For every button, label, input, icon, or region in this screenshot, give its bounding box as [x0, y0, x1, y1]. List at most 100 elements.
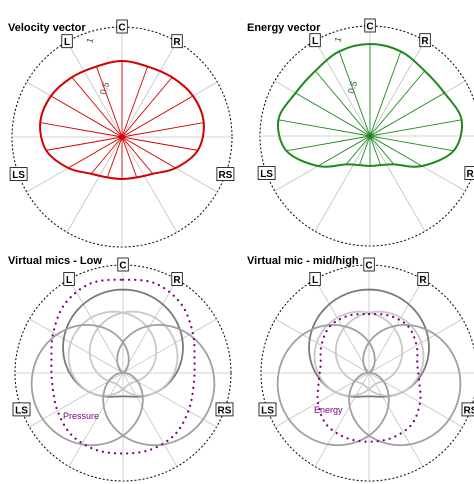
- vector-spoke: [121, 76, 173, 138]
- mic-lobe-c: [62, 288, 184, 398]
- dotted-curve: [50, 278, 196, 455]
- mic-lobe-r: [334, 310, 425, 397]
- radial-gridline: [314, 372, 370, 467]
- annotation-label: Energy: [314, 405, 343, 415]
- radial-gridline: [29, 318, 124, 374]
- vector-spoke: [369, 135, 395, 165]
- vector-spoke: [121, 122, 204, 138]
- vector-spoke: [369, 51, 402, 137]
- speaker-label-r: R: [419, 275, 427, 286]
- radial-gridline: [368, 372, 424, 467]
- radial-gridline: [369, 40, 426, 137]
- speaker-label-box: [116, 19, 128, 34]
- speaker-label-box: [257, 166, 276, 181]
- speaker-label-box: [215, 402, 234, 417]
- speaker-label-box: [117, 257, 129, 272]
- speaker-label-box: [12, 402, 31, 417]
- vector-spoke: [286, 135, 371, 152]
- speaker-label-r: R: [173, 275, 181, 286]
- speaker-label-box: [419, 33, 431, 48]
- radial-gridline: [121, 136, 178, 233]
- mic-lobe-c: [308, 288, 430, 398]
- speaker-label-box: [9, 167, 28, 182]
- speaker-label-c: C: [366, 22, 373, 33]
- vector-spoke: [315, 70, 371, 137]
- vector-spoke: [121, 136, 198, 151]
- speaker-label-r: R: [421, 36, 429, 47]
- radial-gridline: [121, 41, 178, 138]
- annotation-label: Pressure: [63, 411, 99, 421]
- radial-gridline: [314, 135, 371, 232]
- mic-lobe-l: [67, 310, 158, 397]
- chart-title: Velocity vector: [8, 22, 86, 34]
- radial-gridline: [314, 40, 371, 137]
- vector-spoke: [121, 136, 138, 178]
- mic-lobe-ls: [30, 323, 144, 447]
- speaker-label-box: [63, 272, 75, 286]
- speaker-label-ls: LS: [12, 170, 25, 181]
- vector-spoke: [345, 135, 371, 165]
- radial-gridline: [66, 41, 123, 138]
- speaker-label-l: L: [64, 37, 70, 48]
- vector-spoke: [317, 135, 371, 167]
- vector-spoke: [358, 135, 371, 166]
- speaker-label-ls: LS: [261, 405, 274, 416]
- velocity-vector-panel: Velocity vector0.51CLRLSRS: [8, 19, 235, 248]
- vector-spoke: [121, 136, 176, 169]
- vector-curve: [277, 42, 463, 168]
- speaker-label-box: [309, 33, 321, 48]
- vector-curve: [39, 59, 205, 181]
- speaker-label-c: C: [365, 261, 372, 272]
- speaker-label-box: [171, 272, 183, 286]
- chart-title: Energy vector: [247, 22, 321, 34]
- vector-spoke: [369, 119, 462, 137]
- vector-spoke: [369, 135, 454, 152]
- radial-gridline: [122, 318, 217, 374]
- speaker-label-box: [258, 402, 277, 417]
- mic-lobe-rs: [102, 323, 216, 447]
- radial-gridline: [122, 372, 178, 467]
- speaker-label-box: [461, 402, 474, 417]
- speaker-label-rs: RS: [466, 169, 474, 180]
- radial-tick-label: 1: [332, 36, 343, 44]
- speaker-label-r: R: [173, 37, 181, 48]
- speaker-label-rs: RS: [464, 405, 474, 416]
- speaker-label-box: [364, 18, 376, 33]
- speaker-label-box: [464, 166, 474, 181]
- speaker-label-ls: LS: [15, 405, 28, 416]
- speaker-label-c: C: [118, 23, 125, 34]
- mic-lobe-l: [313, 310, 404, 397]
- vector-spoke: [369, 70, 425, 137]
- vector-spoke: [338, 51, 371, 137]
- vector-spoke: [121, 95, 194, 138]
- speaker-label-l: L: [312, 36, 318, 47]
- mic-lobe-ls: [276, 323, 390, 447]
- vector-spoke: [95, 66, 123, 138]
- vector-spoke: [121, 136, 154, 175]
- speaker-label-box: [61, 34, 73, 49]
- radial-gridline: [369, 135, 426, 232]
- speaker-label-rs: RS: [218, 405, 232, 416]
- vector-spoke: [369, 92, 445, 137]
- virtual-mic-mid-high-panel: Virtual mic - mid/highEnergyCLRLSRS: [247, 255, 474, 482]
- chart-title: Virtual mic - mid/high: [247, 255, 359, 267]
- vector-spoke: [40, 122, 123, 138]
- radial-gridline: [68, 372, 124, 467]
- radial-gridline: [275, 318, 370, 374]
- speaker-label-box: [417, 272, 429, 286]
- speaker-label-ls: LS: [260, 169, 273, 180]
- radial-tick-label: 1: [84, 37, 95, 45]
- vector-spoke: [369, 135, 382, 166]
- vector-spoke: [50, 95, 123, 138]
- speaker-label-l: L: [66, 275, 72, 286]
- energy-vector-panel: Energy vector0.51CLRLSRS: [247, 18, 474, 247]
- vector-spoke: [68, 136, 123, 169]
- vector-spoke: [295, 92, 371, 137]
- speaker-label-box: [216, 167, 235, 182]
- speaker-label-c: C: [119, 261, 126, 272]
- vector-spoke: [71, 76, 123, 138]
- chart-title: Virtual mics - Low: [8, 255, 102, 267]
- radial-gridline: [368, 318, 463, 374]
